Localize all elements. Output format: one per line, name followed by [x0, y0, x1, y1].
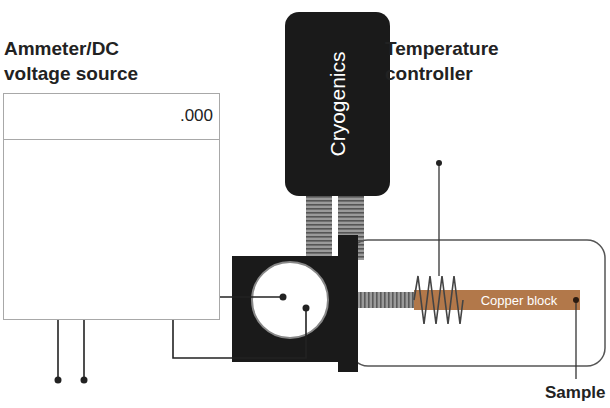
window-circle — [252, 262, 328, 338]
flange — [338, 235, 358, 372]
leader-line — [575, 300, 576, 379]
leader-dot — [436, 160, 442, 166]
instrument-heading: Ammeter/DC voltage source — [4, 36, 154, 86]
vacuum-chamber — [350, 240, 605, 366]
part-label: Sample — [545, 383, 607, 403]
leader-line — [438, 163, 439, 276]
terminal-dot — [55, 377, 62, 384]
cryogenics-box: Cryogenics — [285, 12, 390, 196]
terminal-dot — [81, 377, 88, 384]
cold-tube — [306, 194, 332, 260]
copper-block: Copper block — [460, 290, 578, 310]
unit-name: Cryogenics — [326, 51, 350, 156]
instrument-box: Ammeter/DC voltage source.000 — [3, 93, 220, 320]
terminal-dot — [280, 294, 287, 301]
leader-dot — [573, 297, 579, 303]
heater-coil — [414, 276, 463, 324]
part-name: Copper block — [481, 293, 558, 308]
sample-housing — [232, 256, 342, 362]
display-window: .000 — [4, 94, 219, 140]
part-label: Temperature controller — [385, 36, 515, 86]
terminal-dot — [303, 305, 310, 312]
display-reading: .000 — [180, 106, 213, 126]
threaded-rod — [358, 292, 414, 308]
